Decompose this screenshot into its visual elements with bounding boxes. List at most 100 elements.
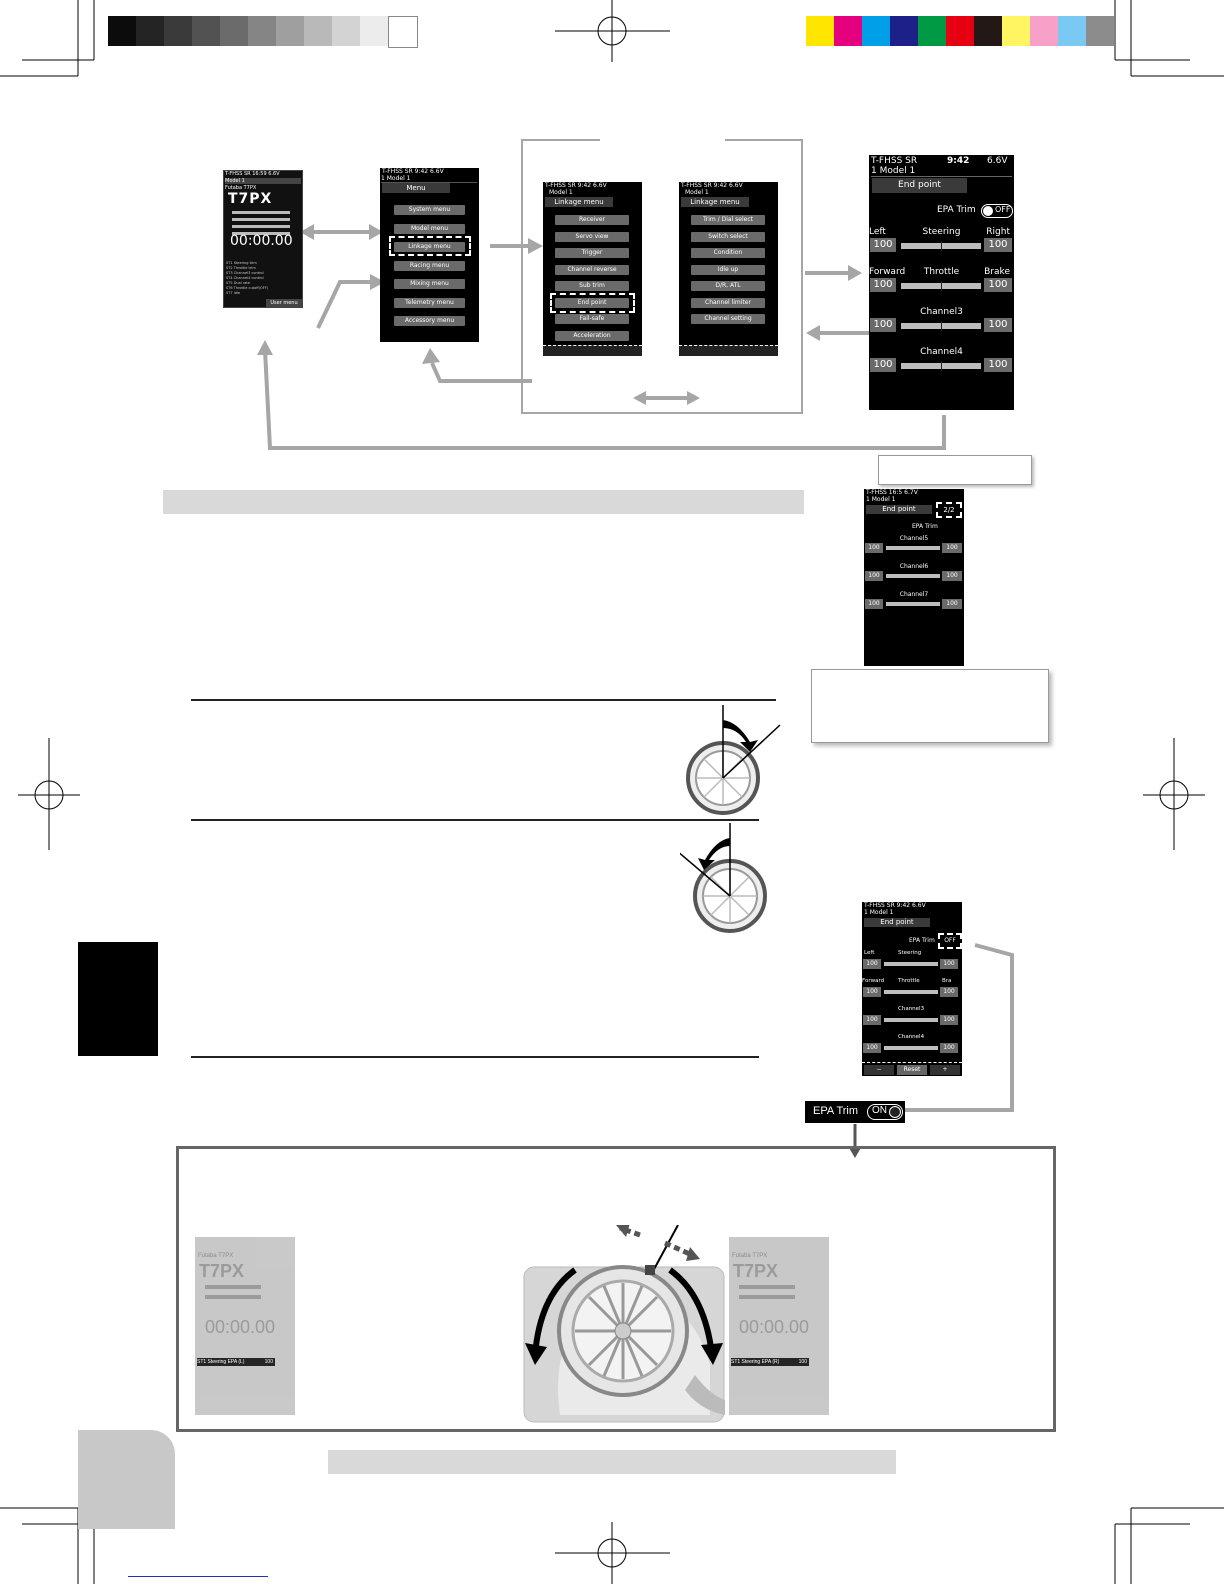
epa-on-toggle[interactable]: ON [867, 1104, 903, 1120]
dim-left-line: ST1 Steering EPA (L) 100 [197, 1358, 275, 1366]
user-menu-button[interactable]: User menu [266, 299, 302, 307]
eps-bar [884, 1018, 938, 1022]
linkage-item-acceleration[interactable]: Acceleration [555, 330, 629, 341]
ep2-left-value[interactable]: 100 [865, 571, 883, 581]
eps-model: 1 Model 1 [864, 909, 894, 916]
eps-value[interactable]: 100 [863, 987, 881, 997]
page-indicator[interactable]: 2/2 [936, 502, 962, 518]
eps-value[interactable]: 100 [940, 1043, 958, 1053]
home-list-item: ST7 Idle [226, 291, 241, 295]
ep2-channel-name: Channel5 [899, 535, 929, 542]
menu-item-racing-menu[interactable]: Racing menu [394, 260, 465, 271]
dim-right-brand: Futaba T7PX [732, 1253, 768, 1259]
ep2-title: End point [866, 505, 932, 514]
linkage2-nav [679, 345, 778, 356]
ep-left-value[interactable]: 100 [870, 358, 896, 372]
footer-link-underline [128, 1576, 268, 1577]
eps-value[interactable]: 100 [863, 1015, 881, 1025]
gray-swatch [304, 16, 332, 46]
epa-on-label: EPA Trim [813, 1105, 859, 1117]
linkage-item-channel-limiter[interactable]: Channel limiter [691, 297, 765, 308]
dim-home-right: Futaba T7PX T7PX 00:00.00 ST1 Steering E… [729, 1237, 829, 1415]
linkage-item-switch-select[interactable]: Switch select [691, 231, 765, 242]
ep2-left-value[interactable]: 100 [865, 599, 883, 609]
ep-channel-name: Throttle [923, 267, 960, 277]
end-point-screen: T-FHSS SR 9:42 6.6V 1 Model 1 End point … [869, 155, 1014, 410]
ep2-right-value[interactable]: 100 [942, 571, 962, 581]
menu-item-telemetry-menu[interactable]: Telemetry menu [394, 297, 465, 308]
linkage-item-trigger[interactable]: Trigger [555, 248, 629, 258]
home-header: T-FHSS SR 16:59 6.6V [225, 171, 280, 177]
menu-item-linkage-menu[interactable]: Linkage menu [394, 242, 465, 252]
eps-value[interactable]: 100 [863, 959, 881, 969]
wheel-right-turn-icon [686, 705, 781, 815]
ep-left-value[interactable]: 100 [870, 278, 896, 292]
home-logo: T7PX [228, 191, 273, 207]
wheel-illustrations [680, 705, 781, 933]
menu-model: 1 Model 1 [381, 175, 477, 183]
eps-value[interactable]: 100 [940, 1015, 958, 1025]
color-swatch [1058, 16, 1086, 46]
home-list-item: ST5 Dual rate [226, 281, 250, 285]
ep-bar [901, 361, 981, 371]
section-header-bar [163, 490, 804, 514]
linkage2-model: Model 1 [685, 189, 709, 196]
epa-trim-toggle[interactable]: OFF [981, 204, 1013, 218]
eps-bar [884, 962, 938, 966]
menu-item-accessory-menu[interactable]: Accessory menu [394, 316, 465, 326]
dim-left-line-text: ST1 Steering EPA (L) [197, 1359, 245, 1365]
ep-right-value[interactable]: 100 [984, 238, 1012, 252]
ep-channel-name: Channel4 [920, 347, 963, 357]
ep2-right-value[interactable]: 100 [942, 599, 962, 609]
linkage-item-d-r-atl[interactable]: D/R, ATL [691, 281, 765, 291]
ep-left-value[interactable]: 100 [870, 238, 896, 252]
linkage1-title: Linkage menu [545, 197, 613, 207]
ep2-header: T-FHSS 16:5 6.7V [866, 489, 918, 496]
dim-right-line-value: 100 [798, 1359, 807, 1365]
linkage-item-sub-trim[interactable]: Sub trim [555, 281, 629, 291]
home-bars [226, 207, 300, 239]
linkage-item-receiver[interactable]: Receiver [555, 215, 629, 225]
ep-bar [901, 321, 981, 331]
ep2-right-value[interactable]: 100 [942, 543, 962, 553]
wheel-left-turn-icon [680, 823, 767, 933]
eps-button-plus[interactable]: + [930, 1065, 960, 1075]
menu-item-model-menu[interactable]: Model menu [394, 223, 465, 234]
ep-model: 1 Model 1 [871, 166, 1012, 177]
menu-screen: T-FHSS SR 9:42 6.6V 1 Model 1 Menu Syste… [380, 168, 479, 342]
ep-left-value[interactable]: 100 [870, 318, 896, 332]
linkage-item-idle-up[interactable]: Idle up [691, 264, 765, 275]
ep-channel-name: Steering [922, 227, 961, 237]
chapter-tab [78, 942, 158, 1056]
linkage-item-channel-setting[interactable]: Channel setting [691, 314, 765, 324]
ep-bar [901, 241, 981, 251]
footer-bar [328, 1450, 896, 1474]
ep-right-value[interactable]: 100 [984, 278, 1012, 292]
ep-bar [901, 281, 981, 291]
ep-right-value[interactable]: 100 [984, 318, 1012, 332]
rule-3 [191, 1056, 759, 1058]
ep-right-value[interactable]: 100 [984, 358, 1012, 372]
linkage-item-fail-safe[interactable]: Fail-safe [555, 314, 629, 324]
ep2-channel-name: Channel7 [899, 591, 929, 598]
linkage-item-trim-dial-select[interactable]: Trim / Dial select [691, 215, 765, 225]
gray-swatch [276, 16, 304, 46]
eps-button-minus[interactable]: − [864, 1065, 894, 1075]
ep2-left-value[interactable]: 100 [865, 543, 883, 553]
eps-button-reset[interactable]: Reset [897, 1065, 927, 1075]
linkage-item-channel-reverse[interactable]: Channel reverse [555, 264, 629, 275]
dim-right-logo: T7PX [733, 1261, 779, 1281]
eps-value[interactable]: 100 [940, 987, 958, 997]
eps-value[interactable]: 100 [863, 1043, 881, 1053]
menu-item-mixing-menu[interactable]: Mixing menu [394, 279, 465, 289]
eps-value[interactable]: 100 [940, 959, 958, 969]
ep-right-label: Right [986, 227, 1010, 237]
linkage-item-condition[interactable]: Condition [691, 248, 765, 258]
linkage-item-end-point[interactable]: End point [555, 297, 629, 308]
menu-item-system-menu[interactable]: System menu [394, 205, 465, 215]
eps-label: Steering [898, 950, 922, 956]
end-point-highlight [550, 293, 635, 313]
eps-epa-toggle[interactable]: OFF [938, 933, 962, 949]
linkage-item-servo-view[interactable]: Servo view [555, 231, 629, 242]
